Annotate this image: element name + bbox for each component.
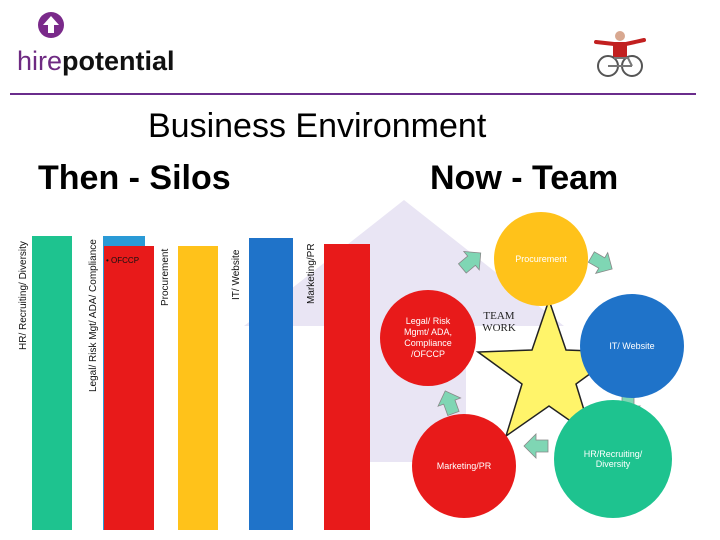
left-title: Then - Silos <box>38 159 231 197</box>
cycle-arrow-icon <box>587 251 613 275</box>
node-label-marketing: Marketing/PR <box>436 461 492 471</box>
logo-potential: potential <box>62 46 175 76</box>
silo-hr <box>32 236 72 530</box>
silo-ofccp <box>104 246 154 530</box>
node-legal: Legal/ Risk Mgmt/ ADA, Compliance /OFCCP <box>380 290 476 386</box>
node-hr: HR/Recruiting/ Diversity <box>554 400 672 518</box>
right-title: Now - Team <box>430 159 619 197</box>
node-procurement: Procurement <box>494 212 588 306</box>
cycle-arrow-icon <box>437 390 462 416</box>
node-label-hr: HR/Recruiting/ Diversity <box>583 449 643 469</box>
cycle-arrow-icon <box>457 251 482 274</box>
wheelchair-athlete-icon <box>594 31 646 77</box>
node-label-procurement: Procurement <box>515 254 567 264</box>
teamwork-line-2: WORK <box>482 322 516 334</box>
teamwork-label: TEAM WORK <box>470 310 528 334</box>
node-it: IT/ Website <box>580 294 684 398</box>
silo-it <box>249 238 293 530</box>
silo-marketing <box>324 244 370 530</box>
silo-note-ofccp: • OFCCP <box>106 256 140 265</box>
silo-procurement <box>178 246 218 530</box>
node-label-legal: Legal/ Risk Mgmt/ ADA, Compliance /OFCCP <box>403 316 452 359</box>
logo-wordmark: hirepotential <box>17 44 175 78</box>
node-marketing: Marketing/PR <box>412 414 516 518</box>
node-label-it: IT/ Website <box>609 341 655 351</box>
page-title: Business Environment <box>148 107 487 145</box>
logo-hire: hire <box>17 46 63 76</box>
teamwork-line-1: TEAM <box>483 310 515 322</box>
up-arrow-icon <box>38 12 64 38</box>
header-rule <box>10 93 696 95</box>
cycle-arrow-icon <box>523 433 549 459</box>
